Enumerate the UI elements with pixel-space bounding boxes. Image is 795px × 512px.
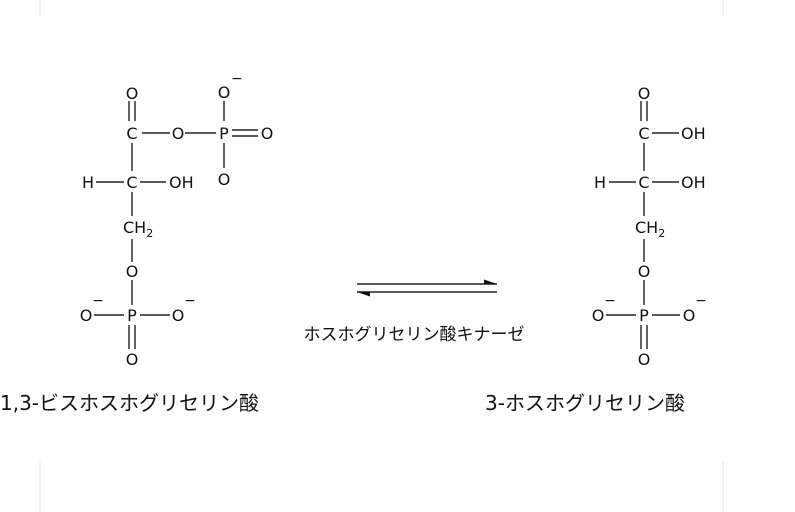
charge-left: − (92, 293, 104, 309)
atom-h: H (82, 173, 94, 192)
p-atom-o-ester: O (638, 262, 651, 281)
product-structure: O C OH H C OH CH2 O O − P O − O 3-ホスホグリセ… (485, 84, 707, 415)
atom-o-phosphate-top: O (218, 83, 231, 102)
charge-phosphate-top: − (231, 71, 243, 87)
p-atom-o-carbonyl: O (638, 84, 651, 103)
atom-oh: OH (169, 173, 194, 192)
atom-o-right: O (172, 306, 185, 325)
atom-p-acyl: P (219, 124, 229, 143)
p-atom-h: H (594, 173, 606, 192)
p-atom-oh-carboxyl: OH (681, 124, 706, 143)
p-charge-right: − (695, 293, 707, 309)
substrate-name: 1,3-ビスホスホグリセリン酸 (0, 391, 259, 415)
p-atom-c2: C (638, 173, 649, 192)
product-name: 3-ホスホグリセリン酸 (485, 391, 685, 415)
p-charge-left: − (604, 293, 616, 309)
p-atom-oh-hydroxyl: OH (681, 173, 706, 192)
p-atom-p: P (639, 306, 649, 325)
charge-right: − (184, 293, 196, 309)
p-atom-o-bottom: O (638, 350, 651, 369)
atom-c2: C (126, 173, 137, 192)
atom-o-carbonyl: O (126, 84, 139, 103)
forward-arrow-head (484, 279, 497, 284)
reverse-arrow-head (357, 292, 370, 297)
equilibrium-arrow (357, 279, 497, 297)
atom-o-left: O (80, 306, 93, 325)
enzyme-label: ホスホグリセリン酸キナーゼ (304, 325, 525, 345)
p-atom-ch2: CH2 (635, 218, 665, 240)
p-atom-o-left: O (592, 306, 605, 325)
atom-o-ester: O (126, 262, 139, 281)
atom-c1: C (126, 124, 137, 143)
atom-o-bridge: O (172, 124, 185, 143)
atom-ch2: CH2 (123, 218, 153, 240)
substrate-structure: O O − C O P O O H C OH CH2 O O − P O − O… (0, 71, 273, 415)
atom-o-bottom: O (126, 350, 139, 369)
atom-p-phosphate: P (127, 306, 137, 325)
p-atom-o-right: O (683, 306, 696, 325)
p-atom-c1: C (638, 124, 649, 143)
atom-o-phosphoryl: O (261, 124, 274, 143)
atom-o-phosphate-bottom: O (218, 170, 231, 189)
